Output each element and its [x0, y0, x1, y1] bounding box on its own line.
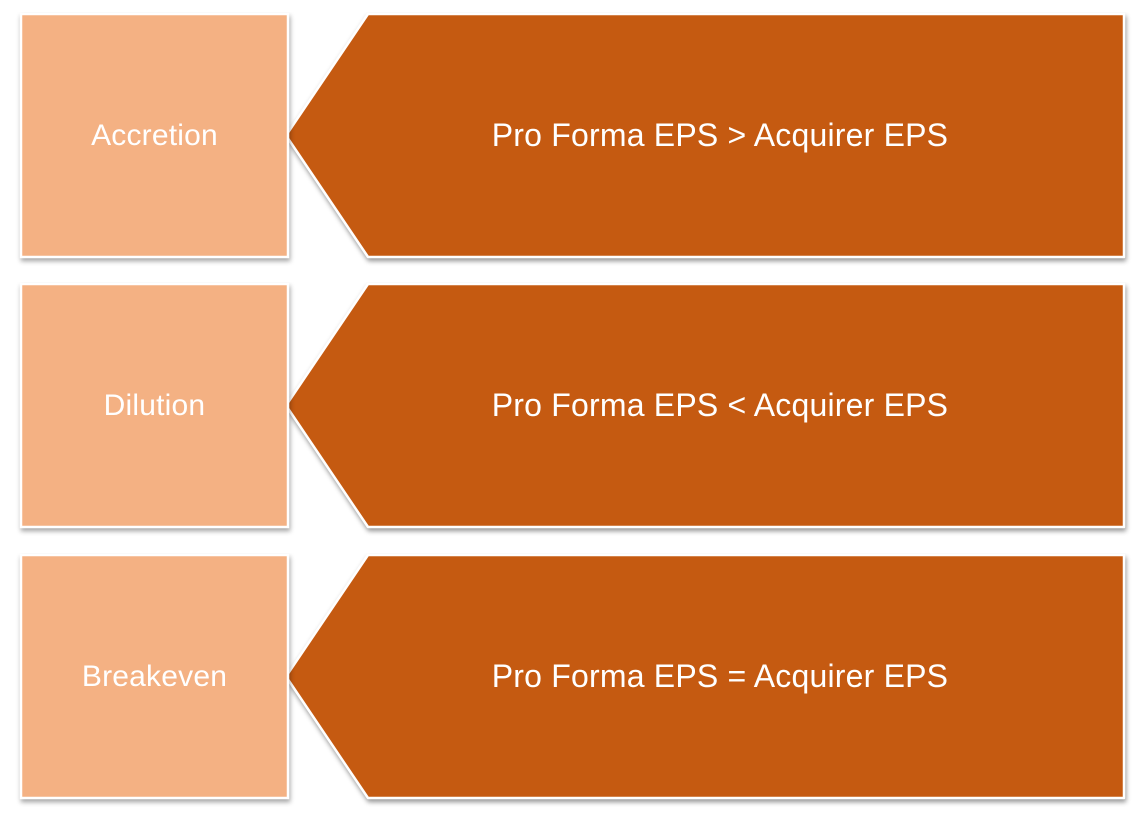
diagram-row-breakeven: Breakeven Pro Forma EPS = Acquirer EPS — [0, 553, 1140, 807]
row-shapes — [19, 553, 1126, 800]
row-shapes — [19, 12, 1126, 259]
statement-text: Pro Forma EPS = Acquirer EPS — [491, 658, 949, 695]
arrow-banner-shape — [284, 553, 1126, 800]
label-text: Breakeven — [81, 659, 228, 693]
label-text: Dilution — [103, 388, 206, 422]
statement-text: Pro Forma EPS < Acquirer EPS — [491, 387, 949, 424]
statement-text: Pro Forma EPS > Acquirer EPS — [491, 117, 949, 154]
diagram-row-accretion: Accretion Pro Forma EPS > Acquirer EPS — [0, 12, 1140, 266]
label-text: Accretion — [91, 118, 218, 152]
row-shapes — [19, 282, 1126, 529]
label-box-shape — [19, 282, 290, 529]
label-box-shape — [19, 553, 290, 800]
label-box-shape — [19, 12, 290, 259]
arrow-banner-shape — [284, 12, 1126, 259]
arrow-banner-shape — [284, 282, 1126, 529]
diagram-row-dilution: Dilution Pro Forma EPS < Acquirer EPS — [0, 282, 1140, 536]
